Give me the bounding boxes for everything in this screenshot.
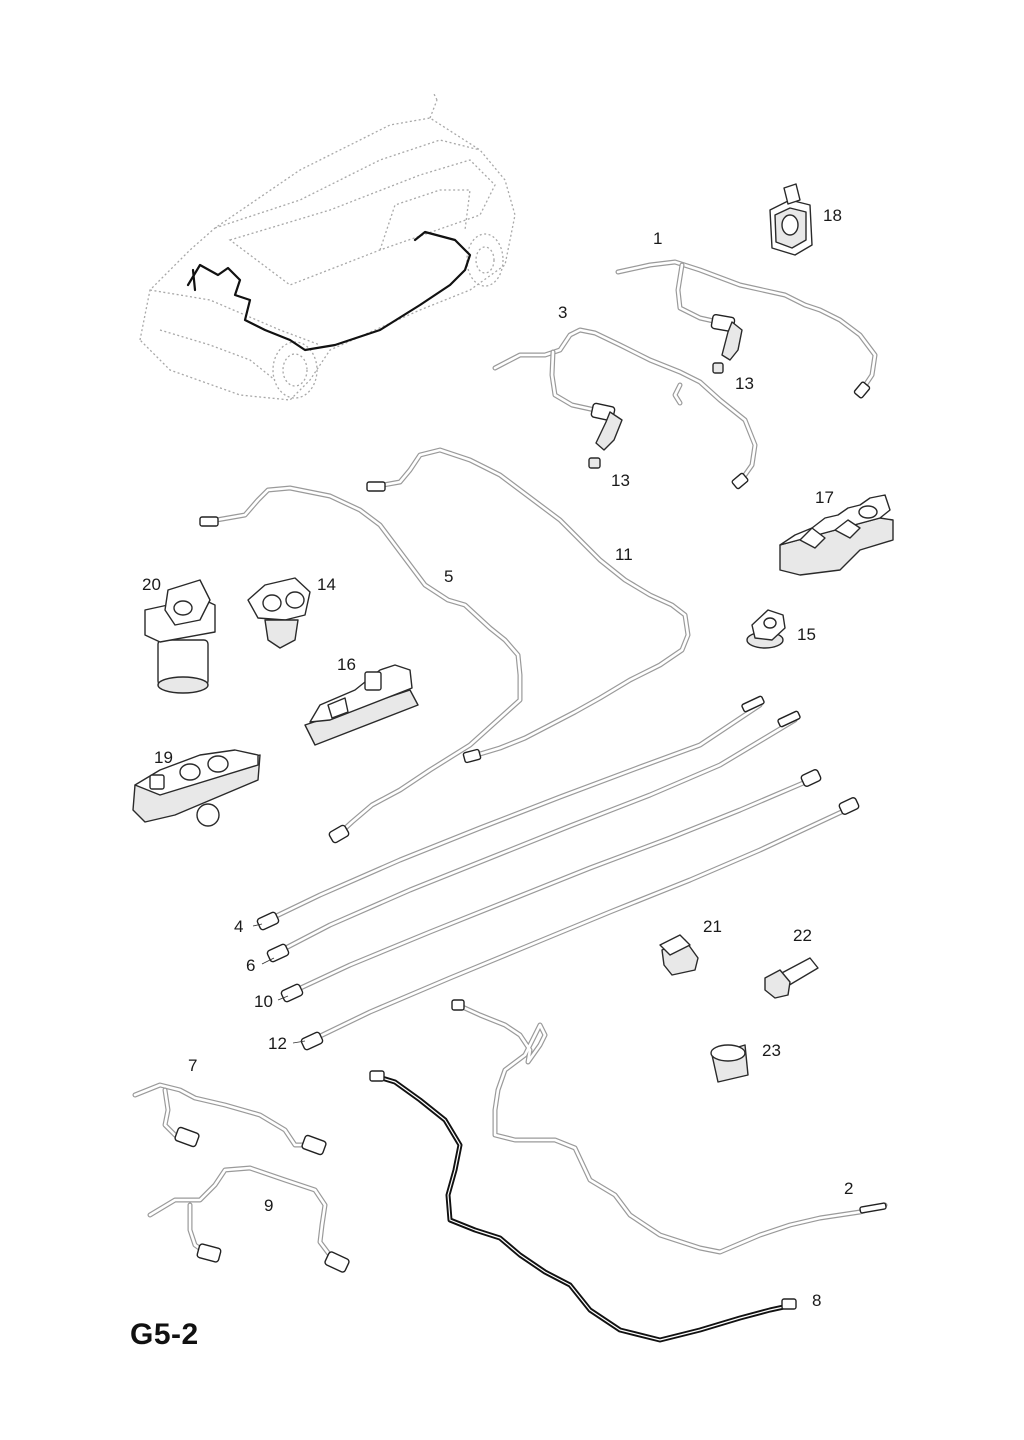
callout-18: 18 [823,206,842,225]
callout-13-lower: 13 [611,471,630,490]
pipe-part-3[interactable] [492,327,758,490]
bolt-part-22[interactable] [764,957,819,999]
vehicle-overview [139,91,516,401]
callout-9: 9 [264,1196,274,1215]
hose-part-8[interactable] [369,1070,797,1343]
callout-20: 20 [142,575,161,594]
clip-part-18[interactable] [769,183,813,256]
callout-1: 1 [653,229,663,248]
callout-13-upper: 13 [735,374,754,393]
hose-part-9[interactable] [147,1165,350,1273]
callout-22: 22 [793,926,812,945]
callout-leaders [252,923,306,1044]
clip-part-14[interactable] [247,577,311,649]
callout-11: 11 [615,545,633,564]
callout-21: 21 [703,917,722,936]
callout-15: 15 [797,625,816,644]
pipe-part-11[interactable] [366,447,691,764]
callout-7: 7 [188,1056,198,1075]
clip-part-16[interactable] [304,664,419,746]
callout-6: 6 [246,956,256,975]
clip-part-20[interactable] [144,579,216,694]
callout-17: 17 [815,488,834,507]
pipe-part-5[interactable] [199,485,523,844]
pipe-part-12[interactable] [300,797,860,1051]
clamp-part-21[interactable] [659,934,699,976]
clip-part-19[interactable] [132,749,261,827]
page-code: G5-2 [130,1318,199,1351]
callout-2: 2 [844,1179,854,1198]
callout-4: 4 [234,917,244,936]
pipe-part-6[interactable] [266,710,801,963]
pipe-part-4[interactable] [256,695,765,931]
clamp-part-23[interactable] [710,1044,749,1083]
pipe-part-1[interactable] [615,259,878,399]
callout-16: 16 [337,655,356,674]
clip-part-15[interactable] [746,609,786,649]
callout-3: 3 [558,303,568,322]
callout-12: 12 [268,1034,287,1053]
callout-14: 14 [317,575,336,594]
callout-5: 5 [444,567,454,586]
callout-23: 23 [762,1041,781,1060]
callout-10: 10 [254,992,273,1011]
clip-part-17[interactable] [779,494,894,576]
callout-8: 8 [812,1291,822,1310]
pipe-part-2[interactable] [451,999,888,1255]
hose-part-7[interactable] [132,1082,327,1156]
pipe-part-10[interactable] [280,769,822,1003]
callout-19: 19 [154,748,173,767]
